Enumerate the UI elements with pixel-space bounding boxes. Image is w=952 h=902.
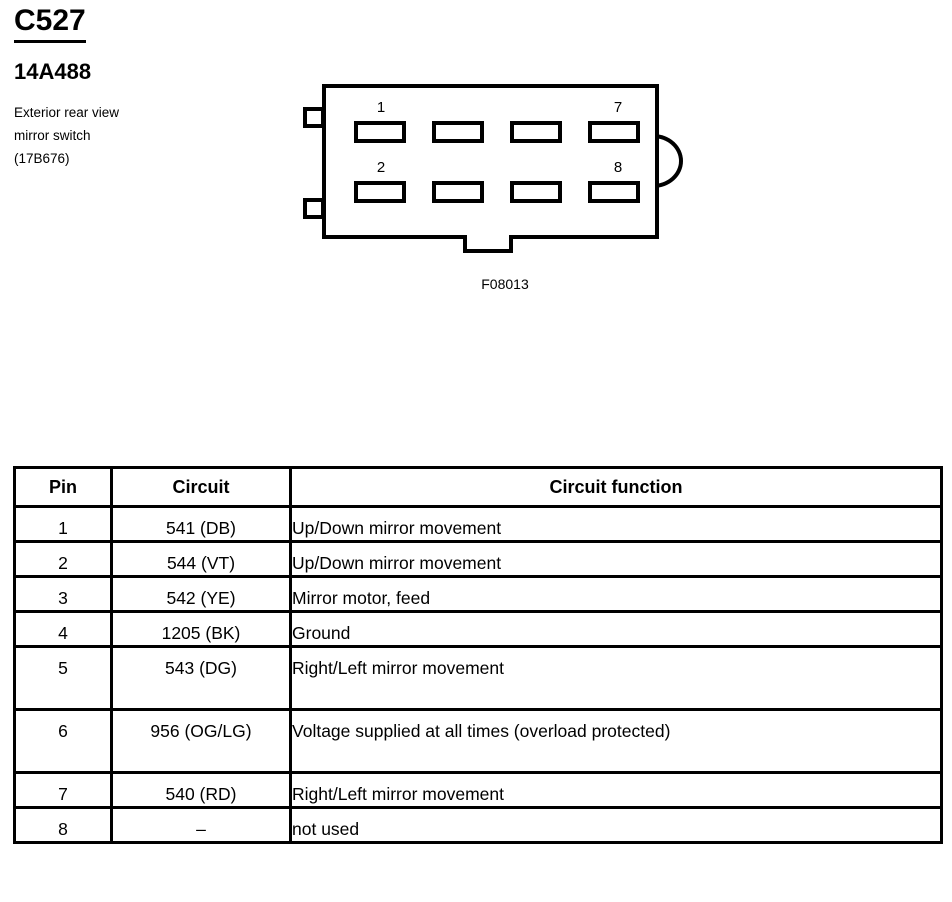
table-row: 1 541 (DB) Up/Down mirror movement: [13, 505, 943, 543]
pin-label-8: 8: [613, 159, 623, 176]
cell-function: Ground: [289, 610, 943, 648]
cell-function-text: Mirror motor, feed: [292, 588, 431, 608]
cell-function-text: Right/Left mirror movement: [292, 784, 505, 804]
cell-pin: 8: [13, 806, 113, 844]
connector-header: C527 14A488 Exterior rear view mirror sw…: [14, 4, 284, 170]
cell-pin: 3: [13, 575, 113, 613]
cell-pin: 6: [13, 708, 113, 774]
cell-function-text: Up/Down mirror movement: [292, 553, 502, 573]
pin-label-2: 2: [376, 159, 386, 176]
cell-circuit-text: –: [196, 819, 206, 839]
cell-pin: 2: [13, 540, 113, 578]
part-number: 14A488: [14, 59, 92, 84]
cell-circuit: 541 (DB): [110, 505, 292, 543]
cell-circuit-text: 543 (DG): [165, 658, 237, 678]
cell-function-text: Ground: [292, 623, 351, 643]
cell-pin: 4: [13, 610, 113, 648]
cell-function-text: Up/Down mirror movement: [292, 518, 502, 538]
table-row: 8 – not used: [13, 806, 943, 844]
connector-body: 1 7 2 8: [322, 84, 659, 239]
cell-pin-text: 7: [58, 784, 68, 804]
cell-function-text: Right/Left mirror movement: [292, 658, 505, 678]
pin-cavity-8: [588, 181, 640, 203]
pin-cavity-4: [432, 181, 484, 203]
cell-pin-text: 8: [58, 819, 68, 839]
cell-pin-text: 1: [58, 518, 68, 538]
cell-circuit-text: 1205 (BK): [161, 623, 241, 643]
cell-circuit: –: [110, 806, 292, 844]
cell-circuit: 1205 (BK): [110, 610, 292, 648]
cell-pin-text: 2: [58, 553, 68, 573]
description-line-3: (17B676): [14, 151, 70, 166]
pin-cavity-1: [354, 121, 406, 143]
table-row: 3 542 (YE) Mirror motor, feed: [13, 575, 943, 613]
column-header-pin: Pin: [13, 466, 113, 508]
cell-function: Up/Down mirror movement: [289, 505, 943, 543]
cell-circuit-text: 541 (DB): [165, 518, 237, 538]
cell-circuit: 544 (VT): [110, 540, 292, 578]
cell-function: not used: [289, 806, 943, 844]
connector-diagram: 1 7 2 8 F08013: [295, 76, 715, 306]
column-header-function: Circuit function: [289, 466, 943, 508]
table-row: 5 543 (DG) Right/Left mirror movement: [13, 645, 943, 711]
cell-function-text: Voltage supplied at all times (overload …: [292, 721, 671, 741]
bottom-keyway-icon: [463, 235, 513, 253]
connector-id: C527: [14, 4, 86, 43]
table-row: 6 956 (OG/LG) Voltage supplied at all time…: [13, 708, 943, 774]
pin-cavity-3: [432, 121, 484, 143]
cell-pin: 5: [13, 645, 113, 711]
pin-cavity-7: [588, 121, 640, 143]
table-header-row: Pin Circuit Circuit function: [13, 466, 943, 508]
connector-description: Exterior rear view mirror switch (17B676…: [14, 101, 284, 170]
cell-circuit: 542 (YE): [110, 575, 292, 613]
cell-pin-text: 4: [58, 623, 68, 643]
cell-function: Up/Down mirror movement: [289, 540, 943, 578]
cell-circuit-text: 956 (OG/LG): [150, 721, 252, 741]
cell-pin: 7: [13, 771, 113, 809]
pin-cavity-2: [354, 181, 406, 203]
cell-pin-text: 6: [58, 721, 68, 741]
pin-label-7: 7: [613, 99, 623, 116]
cell-circuit-text: 544 (VT): [166, 553, 236, 573]
pin-cavity-5: [510, 121, 562, 143]
pin-table: Pin Circuit Circuit function 1 541 (DB) Up…: [13, 466, 943, 844]
table-row: 7 540 (RD) Right/Left mirror movement: [13, 771, 943, 809]
table-row: 2 544 (VT) Up/Down mirror movement: [13, 540, 943, 578]
cell-function: Voltage supplied at all times (overload …: [289, 708, 943, 774]
cell-circuit: 540 (RD): [110, 771, 292, 809]
cell-circuit-text: 542 (YE): [166, 588, 236, 608]
description-line-2: mirror switch: [14, 128, 91, 143]
cell-pin-text: 5: [58, 658, 68, 678]
cell-circuit: 956 (OG/LG): [110, 708, 292, 774]
figure-caption: F08013: [481, 276, 529, 292]
cell-pin-text: 3: [58, 588, 68, 608]
cell-circuit: 543 (DG): [110, 645, 292, 711]
cell-function: Mirror motor, feed: [289, 575, 943, 613]
cell-function: Right/Left mirror movement: [289, 771, 943, 809]
cell-function: Right/Left mirror movement: [289, 645, 943, 711]
pin-label-1: 1: [376, 99, 386, 116]
cell-pin: 1: [13, 505, 113, 543]
pin-cavity-6: [510, 181, 562, 203]
column-header-circuit: Circuit: [110, 466, 292, 508]
description-line-1: Exterior rear view: [14, 105, 120, 120]
cell-circuit-text: 540 (RD): [165, 784, 237, 804]
cell-function-text: not used: [292, 819, 360, 839]
table-row: 4 1205 (BK) Ground: [13, 610, 943, 648]
